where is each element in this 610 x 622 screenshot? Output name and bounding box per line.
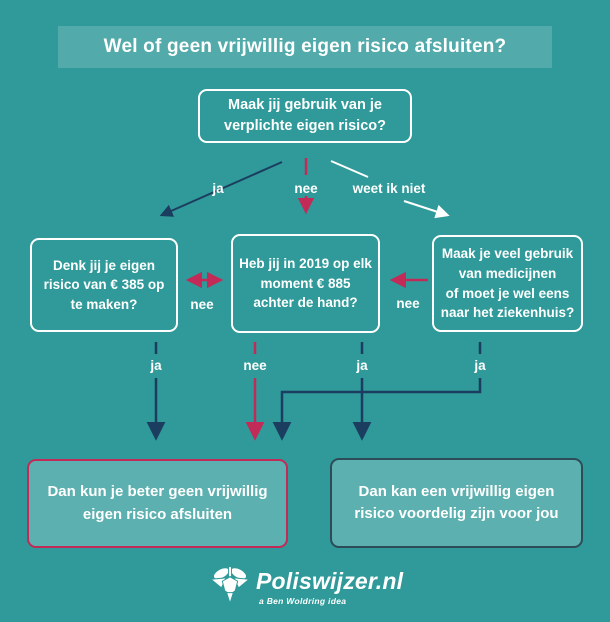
title-banner: Wel of geen vrijwillig eigen risico afsl… [58,26,552,68]
branch-label-nee: nee [294,181,318,196]
branch-label-weet-ik-niet: weet ik niet [352,181,426,196]
outcome-label-ja-1: ja [150,358,162,373]
between-label-nee-left: nee [190,297,214,312]
page-title: Wel of geen vrijwillig eigen risico afsl… [103,36,507,57]
arrow-unknown-diagonal-b [403,200,450,219]
poliswijzer-bee-icon [209,564,251,611]
outcome-label-ja-3: ja [474,358,486,373]
result-negative-text: Dan kun je beter geen vrijwillig eigen r… [47,483,268,523]
brand-tagline: a Ben Woldring idea [259,596,347,606]
question-right-text: Maak je veel gebruik van medicijnen of m… [440,246,575,321]
between-label-nee-right: nee [396,296,420,311]
branch-label-ja: ja [212,181,224,196]
result-positive: Dan kan een vrijwillig eigen risico voor… [330,458,583,548]
outcome-c4-route [272,378,482,441]
question-left: Denk jij je eigen risico van € 385 op te… [30,238,178,332]
question-right: Maak je veel gebruik van medicijnen of m… [432,235,583,332]
question-root: Maak jij gebruik van je verplichte eigen… [198,89,412,143]
result-negative: Dan kun je beter geen vrijwillig eigen r… [27,459,288,548]
outcome-label-nee: nee [243,358,267,373]
arrow-unknown-diagonal-a [330,160,369,178]
footer: Poliswijzer.nl a Ben Woldring idea [0,560,610,614]
arrow-ja-diagonal [159,161,283,217]
question-root-text: Maak jij gebruik van je verplichte eigen… [224,96,386,134]
brand-name: Poliswijzer.nl [256,568,404,594]
question-middle: Heb jij in 2019 op elk moment € 885 acht… [231,234,380,333]
result-positive-text: Dan kan een vrijwillig eigen risico voor… [354,482,559,523]
question-middle-text: Heb jij in 2019 op elk moment € 885 acht… [239,256,372,311]
question-left-text: Denk jij je eigen risico van € 385 op te… [43,257,165,312]
outcome-label-ja-2: ja [356,358,368,373]
